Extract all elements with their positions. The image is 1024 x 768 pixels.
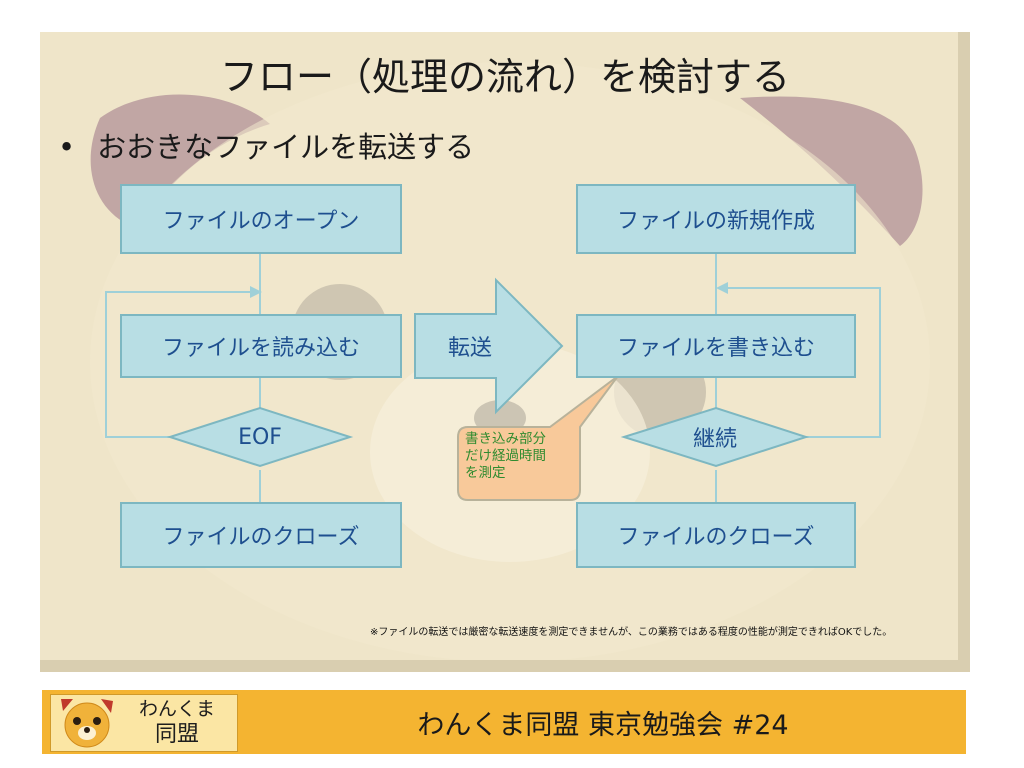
transfer-label: 転送 [447, 336, 492, 361]
footer-title: わんくま同盟 東京勉強会 #24 [417, 709, 789, 741]
box-file-close-left: ファイルのクローズ [120, 502, 402, 568]
box-file-write: ファイルを書き込む [576, 314, 856, 378]
bullet-mark: • [58, 130, 76, 164]
slide: フロー（処理の流れ）を検討する •おおきなファイルを転送する ファイル [40, 32, 970, 672]
callout-line-3: を測定 [465, 465, 506, 481]
callout-line-1: 書き込み部分 [465, 431, 546, 447]
logo-text-line2: 同盟 [155, 722, 200, 747]
bullet-item: • おおきなファイルを転送する [58, 124, 474, 166]
box-file-read: ファイルを読み込む [120, 314, 402, 378]
loop-arrowhead-left [250, 286, 262, 298]
slide-title: フロー（処理の流れ）を検討する [219, 55, 790, 99]
decision-continue-shape [620, 406, 810, 468]
footnote: ※ファイルの転送では厳密な転送速度を測定できませんが、この業務ではある程度の性能… [370, 627, 893, 638]
decision-eof-shape [166, 406, 354, 468]
bear-face-icon [61, 699, 113, 748]
decision-eof-label: EOF [238, 424, 282, 450]
loop-arrowhead-right [716, 282, 728, 294]
callout-text: 書き込み部分 だけ経過時間 を測定 [457, 427, 590, 500]
slide-shadow-border [40, 32, 970, 672]
callout-shape [457, 375, 619, 501]
transfer-arrow-shape [414, 277, 564, 415]
box-file-open: ファイルのオープン [120, 184, 402, 254]
decision-continue-label: 継続 [692, 427, 737, 452]
callout-line-2: だけ経過時間 [465, 448, 546, 464]
box-file-create: ファイルの新規作成 [576, 184, 856, 254]
bullet-text: おおきなファイルを転送する [97, 130, 475, 164]
footer-logo: わんくま 同盟 [50, 694, 238, 752]
flow-diagram [105, 254, 881, 502]
logo-text-line1: わんくま [139, 698, 216, 720]
box-file-close-right: ファイルのクローズ [576, 502, 856, 568]
